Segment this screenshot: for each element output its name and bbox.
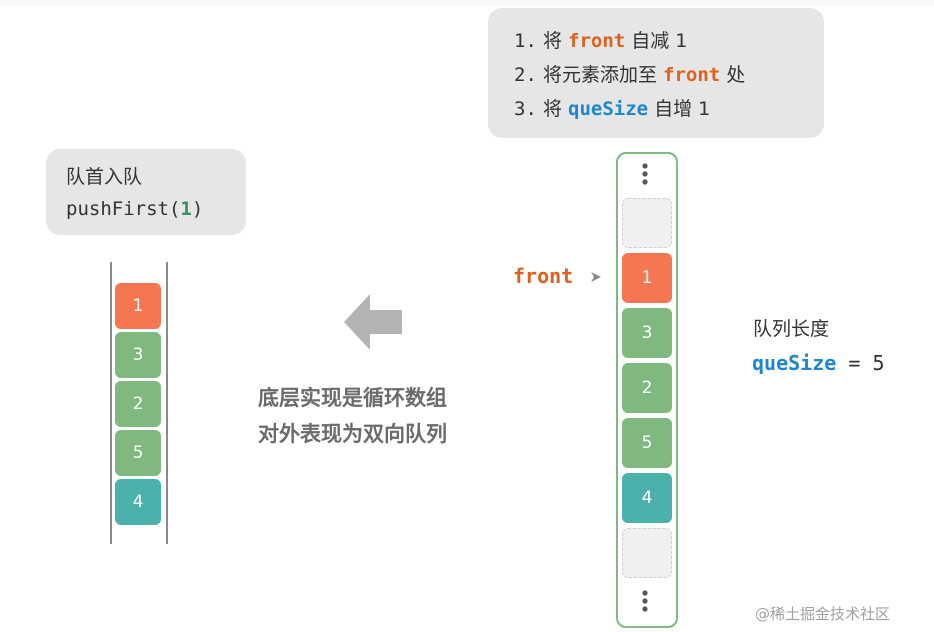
deque-cell: 2	[115, 381, 161, 427]
step-code-quesize: queSize	[568, 98, 649, 120]
step-text: 将	[542, 98, 562, 120]
caption-line-1: 底层实现是循环数组	[258, 386, 447, 410]
length-value-line: queSize = 5	[752, 348, 884, 378]
deque-right-wall	[166, 262, 168, 544]
step-code-front: front	[568, 30, 626, 52]
deque-cell: 3	[115, 332, 161, 378]
deque-cell: 4	[115, 479, 161, 525]
paren-close: )	[191, 198, 204, 220]
step-text: 将	[542, 30, 562, 52]
vertical-ellipsis-icon	[642, 590, 648, 612]
arrow-left-icon	[344, 294, 402, 350]
array-cell: 5	[622, 418, 672, 468]
top-strip	[0, 0, 934, 6]
watermark: @稀土掘金技术社区	[755, 605, 891, 623]
step-text: 将元素添加至	[542, 64, 657, 86]
caption-line-2: 对外表现为双向队列	[258, 422, 447, 446]
step-3: 3. 将 queSize 自增 1	[514, 92, 824, 126]
step-text: 处	[726, 64, 746, 86]
deque-cell: 1	[115, 283, 161, 329]
array-cell: 1	[622, 253, 672, 303]
deque-left-wall	[110, 262, 112, 544]
front-pointer-label: front	[513, 264, 574, 288]
equals-sign: =	[848, 351, 861, 375]
step-2: 2. 将元素添加至 front 处	[514, 58, 824, 92]
step-text: 自增 1	[654, 98, 711, 120]
quesize-var: queSize	[752, 351, 837, 375]
function-name: pushFirst	[66, 198, 169, 220]
caption: 底层实现是循环数组 对外表现为双向队列	[258, 380, 447, 452]
array-cell-empty	[622, 198, 672, 248]
array-cell: 2	[622, 363, 672, 413]
deque-cell: 5	[115, 430, 161, 476]
length-title: 队列长度	[753, 318, 830, 340]
step-text: 自减 1	[631, 30, 688, 52]
operation-title: 队首入队	[66, 166, 143, 188]
pointer-arrow-icon	[591, 272, 601, 282]
operation-box: 队首入队 pushFirst(1)	[46, 149, 246, 235]
steps-box: 1. 将 front 自减 1 2. 将元素添加至 front 处 3. 将 q…	[488, 8, 824, 138]
step-num: 2.	[514, 64, 537, 86]
quesize-value: 5	[872, 351, 885, 375]
array-cell: 3	[622, 308, 672, 358]
step-code-front: front	[663, 64, 721, 86]
array-frame	[616, 152, 678, 628]
array-cell: 4	[622, 473, 672, 523]
function-arg: 1	[180, 198, 192, 220]
step-num: 1.	[514, 30, 537, 52]
step-num: 3.	[514, 98, 537, 120]
paren-open: (	[168, 198, 181, 220]
step-1: 1. 将 front 自减 1	[514, 24, 824, 58]
operation-call: pushFirst(1)	[66, 193, 246, 225]
vertical-ellipsis-icon	[642, 163, 648, 185]
array-cell-empty	[622, 528, 672, 578]
